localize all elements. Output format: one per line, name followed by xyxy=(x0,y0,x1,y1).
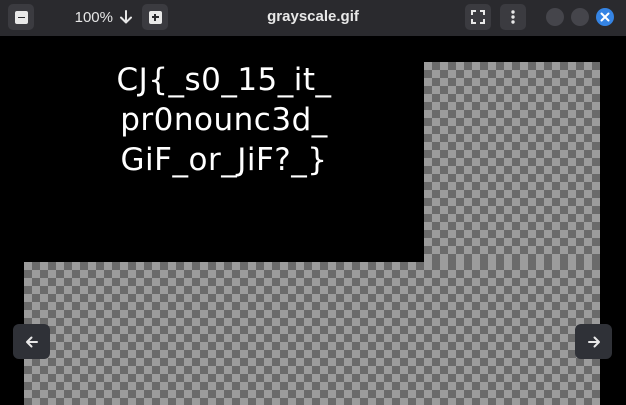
transparent-area-bottom xyxy=(24,262,600,405)
maximize-button[interactable] xyxy=(571,8,589,26)
zoom-level-dropdown[interactable]: 100% xyxy=(35,4,141,30)
arrow-down-icon xyxy=(120,10,132,24)
image-text-line-1: CJ{_s0_15_it_ xyxy=(116,62,332,98)
zoom-level-value: 100% xyxy=(74,8,113,26)
previous-image-button[interactable] xyxy=(13,324,50,359)
close-icon xyxy=(600,12,610,22)
image-text-line-3: GiF_or_JiF?_} xyxy=(120,142,328,178)
arrow-right-icon xyxy=(587,336,600,347)
zoom-out-button[interactable] xyxy=(8,4,34,30)
close-button[interactable] xyxy=(596,8,614,26)
header-bar: 100% grayscale.gif xyxy=(0,0,626,36)
arrow-left-icon xyxy=(25,336,38,347)
plus-icon xyxy=(148,10,162,24)
zoom-in-button[interactable] xyxy=(142,4,168,30)
minus-icon xyxy=(14,10,28,24)
image-canvas xyxy=(0,36,626,405)
minimize-button[interactable] xyxy=(546,8,564,26)
image-text: CJ{_s0_15_it_ pr0nounc3d_ GiF_or_JiF?_} xyxy=(24,60,424,180)
kebab-menu-icon xyxy=(511,10,515,24)
fullscreen-icon xyxy=(471,10,485,24)
zoom-controls: 100% xyxy=(8,4,168,30)
menu-button[interactable] xyxy=(500,4,526,30)
image-text-line-2: pr0nounc3d_ xyxy=(120,102,328,138)
fullscreen-button[interactable] xyxy=(465,4,491,30)
next-image-button[interactable] xyxy=(575,324,612,359)
